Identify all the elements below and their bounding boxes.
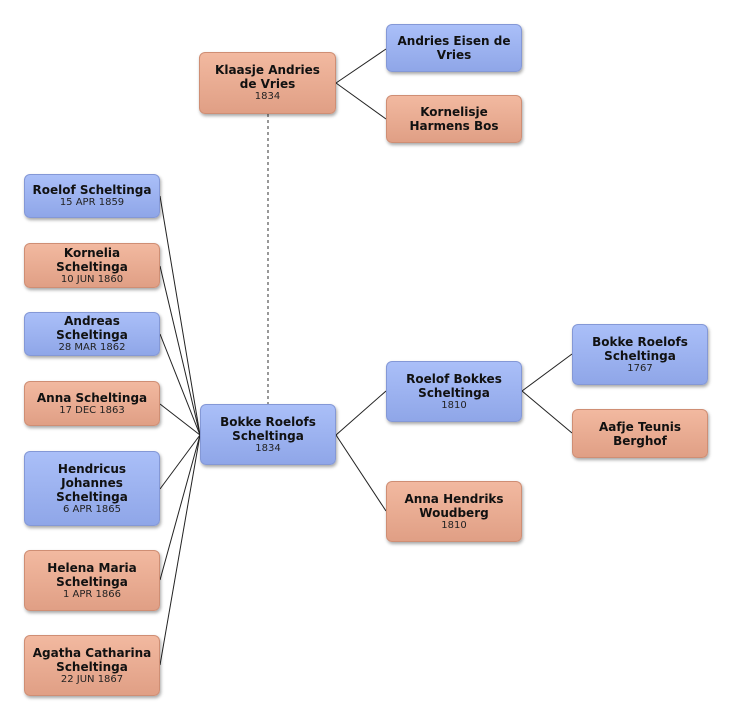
person-box-anna-hendriks-woudberg[interactable]: Anna Hendriks Woudberg 1810 [386, 481, 522, 542]
person-box-roelof-scheltinga[interactable]: Roelof Scheltinga 15 APR 1859 [24, 174, 160, 218]
person-date: 17 DEC 1863 [59, 404, 125, 416]
person-name: Agatha Catharina Scheltinga [32, 645, 152, 674]
child-link [159, 403, 201, 436]
person-date: 10 JUN 1860 [60, 273, 124, 285]
child-link [159, 265, 201, 436]
person-name: Roelof Bokkes Scheltinga [406, 371, 502, 400]
person-box-kornelisje-harmens-bos[interactable]: Kornelisje Harmens Bos [386, 95, 522, 143]
parent-link [335, 48, 387, 84]
person-name: Helena Maria Scheltinga [47, 560, 137, 589]
person-box-aafje-teunis-berghof[interactable]: Aafje Teunis Berghof [572, 409, 708, 458]
person-box-roelof-bokkes-scheltinga[interactable]: Roelof Bokkes Scheltinga 1810 [386, 361, 522, 422]
person-name: Kornelisje Harmens Bos [409, 105, 499, 133]
person-date: 1 APR 1866 [63, 588, 121, 600]
parent-link [335, 82, 387, 120]
person-name: Bokke Roelofs Scheltinga [220, 414, 316, 443]
person-date: 15 APR 1859 [59, 197, 125, 208]
person-box-andries-eisen-de-vries[interactable]: Andries Eisen de Vries [386, 24, 522, 72]
child-link [159, 434, 201, 666]
person-name: Aafje Teunis Berghof [598, 419, 682, 448]
person-box-helena-maria-scheltinga[interactable]: Helena Maria Scheltinga 1 APR 1866 [24, 550, 160, 611]
person-date: 1810 [441, 519, 467, 531]
person-box-hendricus-johannes-scheltinga[interactable]: Hendricus Johannes Scheltinga 6 APR 1865 [24, 451, 160, 526]
person-date: 1834 [255, 442, 281, 454]
person-name: Hendricus Johannes Scheltinga [56, 461, 128, 504]
person-box-klaasje-andries-de-vries[interactable]: Klaasje Andries de Vries 1834 [199, 52, 336, 114]
person-name: Roelof Scheltinga [32, 183, 152, 197]
parent-link [521, 390, 573, 434]
person-date: 1767 [627, 362, 653, 374]
person-name: Bokke Roelofs Scheltinga [592, 334, 688, 363]
person-date: 1810 [441, 399, 467, 411]
child-link [159, 434, 201, 490]
person-name: Andries Eisen de Vries [397, 34, 511, 62]
person-date: 6 APR 1865 [63, 503, 121, 515]
person-date: 1834 [254, 91, 281, 102]
person-name: Klaasje Andries de Vries [215, 63, 320, 91]
person-date: 22 JUN 1867 [60, 673, 124, 685]
parent-link [335, 434, 387, 512]
person-box-kornelia-scheltinga[interactable]: Kornelia Scheltinga 10 JUN 1860 [24, 243, 160, 288]
parent-link [521, 353, 573, 392]
person-box-agatha-catharina-scheltinga[interactable]: Agatha Catharina Scheltinga 22 JUN 1867 [24, 635, 160, 696]
person-box-andreas-scheltinga[interactable]: Andreas Scheltinga 28 MAR 1862 [24, 312, 160, 356]
person-name: Kornelia Scheltinga [56, 245, 128, 274]
person-name: Andreas Scheltinga [56, 314, 128, 342]
person-name: Anna Scheltinga [36, 390, 148, 405]
parent-link [335, 390, 387, 436]
child-link [159, 434, 201, 581]
person-box-bokke-roelofs-scheltinga-elder[interactable]: Bokke Roelofs Scheltinga 1767 [572, 324, 708, 385]
child-link [159, 195, 201, 436]
person-box-anna-scheltinga[interactable]: Anna Scheltinga 17 DEC 1863 [24, 381, 160, 426]
person-date: 28 MAR 1862 [58, 342, 126, 353]
person-name: Anna Hendriks Woudberg [404, 491, 504, 520]
person-box-bokke-roelofs-scheltinga-main[interactable]: Bokke Roelofs Scheltinga 1834 [200, 404, 336, 465]
child-link [159, 333, 201, 436]
